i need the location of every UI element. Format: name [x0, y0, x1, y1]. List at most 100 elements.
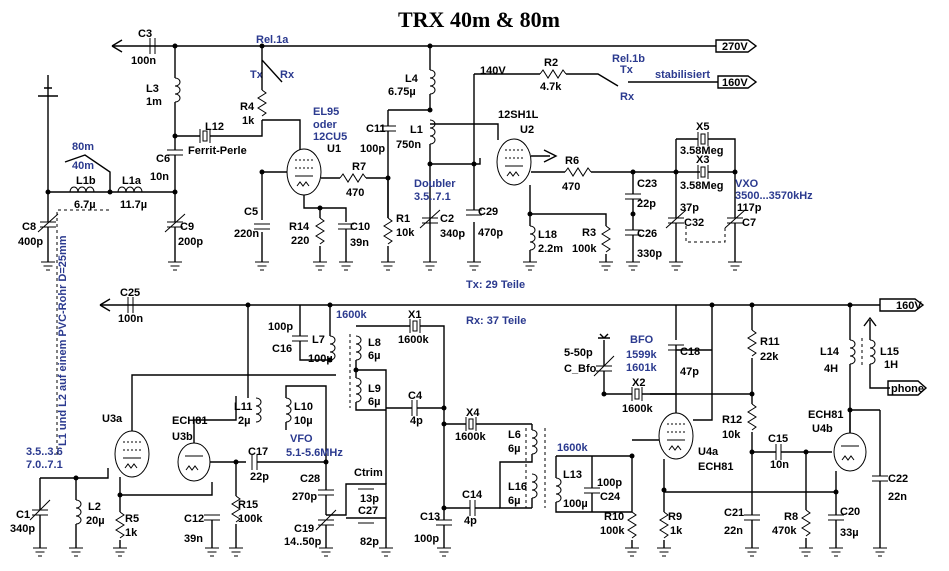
x4-value: 1600k	[455, 431, 486, 443]
c22-symbol	[871, 475, 889, 482]
c7-value: 117p	[737, 202, 762, 214]
c4-ref: C4	[408, 390, 423, 402]
l10-symbol	[285, 397, 292, 423]
c14-ref: C14	[462, 489, 483, 501]
rx-parts-note: Rx: 37 Teile	[466, 315, 526, 327]
l9-ref: L9	[368, 383, 381, 395]
l14-value: 4H	[824, 363, 838, 375]
l14-symbol	[849, 339, 856, 365]
r10-ref: R10	[604, 511, 624, 523]
diagram-title: TRX 40m & 80m	[398, 7, 560, 32]
l15-ref: L15	[880, 346, 899, 358]
u4a-tube-symbol	[658, 412, 694, 460]
rel1a-label: Rel.1a	[256, 34, 289, 46]
l6-symbol	[531, 429, 538, 455]
ferrit-label: Ferrit-Perle	[188, 145, 247, 157]
u3b-tube-symbol	[177, 442, 211, 482]
bfo-label: BFO	[630, 334, 654, 346]
l2-symbol	[75, 499, 82, 525]
r6-ref: R6	[565, 155, 579, 167]
x2-symbol	[631, 386, 643, 402]
l8-symbol	[355, 335, 362, 361]
c11-ref: C11	[366, 123, 386, 135]
rel1a-rx: Rx	[280, 69, 295, 81]
l1a-value: 11.7µ	[120, 199, 147, 211]
c12-ref: C12	[184, 513, 204, 525]
l9-symbol	[355, 377, 362, 403]
c3-value: 100n	[131, 55, 156, 67]
tx-parts-note: Tx: 29 Teile	[466, 279, 525, 291]
c18-value: 47p	[680, 366, 699, 378]
l7-ref: L7	[312, 334, 325, 346]
u4b-tube-symbol	[833, 432, 867, 472]
l15-symbol	[869, 339, 876, 365]
bfo-freq2: 1601k	[626, 362, 657, 374]
u1-el95: EL95	[313, 106, 339, 118]
c15-value: 10n	[770, 459, 789, 471]
rail-160v-flag	[879, 298, 925, 312]
u4b-ref: U4b	[812, 423, 833, 435]
band-40m: 40m	[72, 160, 94, 172]
c27-symbol	[357, 517, 375, 524]
l1a-symbol	[117, 186, 143, 193]
c10-ref: C10	[350, 221, 370, 233]
c-bfo-ref: C_Bfo	[564, 363, 597, 375]
l1b-ref: L1b	[76, 175, 96, 187]
coil-note: L1 und L2 auf einem PVC-Rohr D=25mm	[57, 235, 69, 446]
c21-value: 22n	[724, 525, 743, 537]
c1-ref: C1	[16, 509, 30, 521]
u2-ref: U2	[520, 124, 534, 136]
l16-ref: L16	[508, 481, 527, 493]
input-range1: 3.5..3.6	[26, 446, 63, 458]
f1600k-label-a: 1600k	[336, 309, 367, 321]
c28-value: 270p	[292, 491, 317, 503]
c19-symbol	[317, 519, 335, 526]
input-range2: 7.0..7.1	[26, 459, 63, 471]
rail-160v-label: 160V	[896, 300, 922, 312]
l1-value: 750n	[396, 139, 421, 151]
r2-symbol	[539, 69, 567, 79]
rail-160v-stab-flag	[717, 75, 758, 89]
r5-symbol	[115, 511, 125, 539]
r6-symbol	[564, 167, 592, 177]
l3-ref: L3	[146, 83, 159, 95]
c18-ref: C18	[680, 346, 700, 358]
r1-symbol	[383, 217, 393, 245]
l9-value: 6µ	[368, 396, 380, 408]
band-80m: 80m	[72, 141, 94, 153]
r14-ref: R14	[289, 221, 310, 233]
r15-ref: R15	[238, 499, 258, 511]
l2-value: 20µ	[86, 515, 105, 527]
l3-value: 1m	[146, 96, 162, 108]
vfo-label: VFO	[290, 433, 313, 445]
c13-ref: C13	[420, 511, 440, 523]
doubler-range: 3.5..7.1	[414, 191, 451, 203]
l15-value: 1H	[884, 359, 898, 371]
c8-value: 400p	[18, 236, 43, 248]
c17-ref: C17	[248, 446, 268, 458]
r2-ref: R2	[544, 57, 558, 69]
rel1b-label: Rel.1b	[612, 53, 645, 65]
u3a-tube-symbol	[114, 430, 150, 478]
rail-270v-label: 270V	[722, 41, 748, 53]
l7-value: 100µ	[308, 353, 333, 365]
x1-symbol	[409, 318, 421, 334]
c8-ref: C8	[22, 221, 36, 233]
c-bfo-value: 5-50p	[564, 347, 593, 359]
l6-ref: L6	[508, 429, 521, 441]
c10-value: 39n	[350, 237, 369, 249]
u4b-type: ECH81	[808, 409, 843, 421]
l3-symbol	[174, 77, 181, 103]
rel1b-rx: Rx	[620, 91, 635, 103]
c27-value: 82p	[360, 536, 379, 548]
l1b-symbol	[69, 186, 95, 193]
c14-value: 4p	[464, 515, 477, 527]
x2-ref: X2	[632, 377, 645, 389]
r10-value: 100k	[600, 525, 625, 537]
u1-tube-symbol	[286, 148, 322, 196]
antenna-symbol	[38, 75, 58, 192]
r3-symbol	[601, 225, 611, 253]
c1-value: 340p	[10, 523, 35, 535]
r14-symbol	[315, 217, 325, 245]
